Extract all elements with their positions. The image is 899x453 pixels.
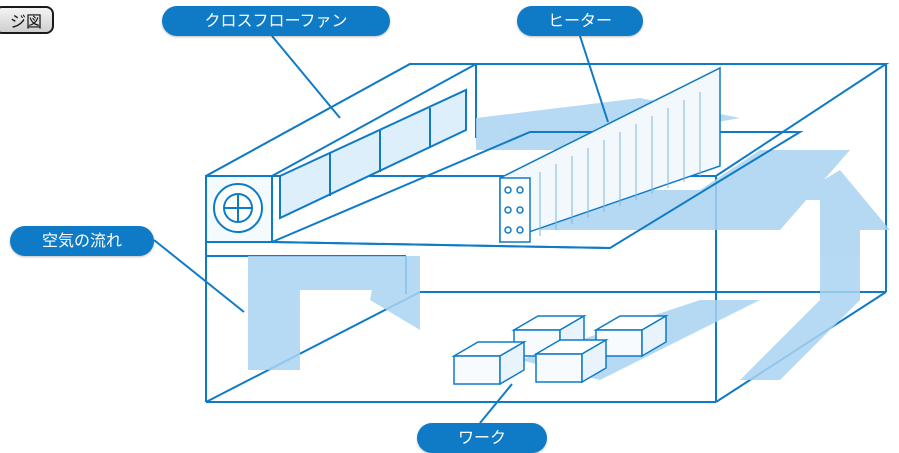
label-work: ワーク <box>417 423 547 453</box>
work-box <box>533 338 609 384</box>
label-air-flow: 空気の流れ <box>10 226 154 256</box>
label-heater: ヒーター <box>517 6 643 36</box>
shelf-plate <box>271 131 804 250</box>
work-box <box>451 340 527 386</box>
label-cross-flow-fan: クロスフローファン <box>162 6 390 36</box>
heater <box>499 66 721 244</box>
diagram-title-tag: ジ図 <box>0 6 55 34</box>
cross-flow-fan <box>205 63 477 243</box>
leader-lines <box>153 35 609 424</box>
work-boxes <box>451 314 669 386</box>
